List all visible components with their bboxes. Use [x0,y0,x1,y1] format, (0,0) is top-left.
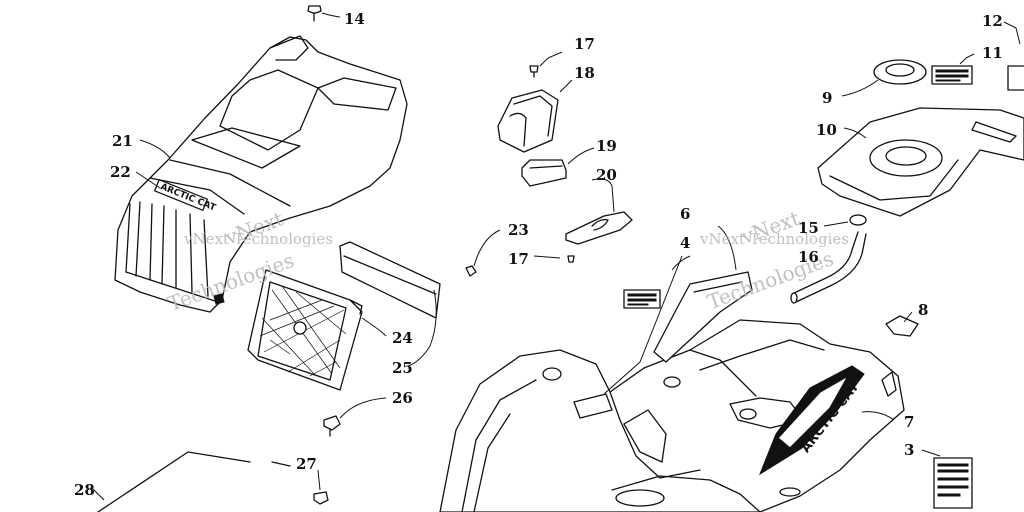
callout-19: 19 [596,137,617,155]
callout-3: 3 [904,441,914,459]
part-8-bracket [885,311,919,337]
callout-12: 12 [982,12,1003,30]
leader-lines [135,139,895,421]
callout-25: 25 [392,359,413,377]
part-17-fastener-top [529,51,563,78]
callout-9: 9 [822,89,832,107]
callout-20: 20 [596,166,617,184]
callout-27: 27 [296,455,317,473]
part-4-label [603,255,691,395]
part-9-gasket-ring [841,59,927,97]
callout-24: 24 [392,329,413,347]
callout-16: 16 [798,248,819,266]
main-fender-body: ARCTIC CAT [439,319,905,512]
part-19-block [521,147,595,187]
callout-23: 23 [508,221,529,239]
part-17-fastener-bottom [533,255,575,263]
svg-text:vNext Technologies: vNext Technologies [183,230,333,248]
callout-10: 10 [816,121,837,139]
callout-7: 7 [904,413,914,431]
callout-8: 8 [918,301,928,319]
front-hood-assembly: ARCTIC CAT [114,35,408,313]
part-20-pad [565,178,633,245]
part-24-headlight [247,269,363,391]
callout-15: 15 [798,219,819,237]
part-14-screw [307,5,341,22]
part-18-bracket [497,79,573,153]
part-12-label-edge [1003,21,1024,91]
part-11-label [931,53,975,85]
part-27-fastener [313,469,329,505]
callout-11: 11 [982,44,1003,62]
callout-6: 6 [680,205,690,223]
callout-4: 4 [680,234,690,252]
callout-26: 26 [392,389,413,407]
svg-text:vNext Technologies: vNext Technologies [699,230,849,248]
callout-17: 17 [574,35,595,53]
callout-14: 14 [344,10,365,28]
callout-17b: 17 [508,250,529,268]
callout-21: 21 [112,132,133,150]
part-26-fastener [323,397,387,437]
callout-28: 28 [74,481,95,499]
callout-labels: 14 12 11 9 10 17 18 19 20 21 22 23 17 6 … [74,10,1003,499]
part-6-panel [653,225,753,363]
callout-18: 18 [574,64,595,82]
callout-22: 22 [110,163,131,181]
part-10-fender-panel [817,107,1024,217]
part-15-clamp [823,214,867,227]
part-16-hose [790,231,867,304]
part-3-label [921,449,973,509]
part-23-screw [465,229,501,277]
part-25-lens-strip [339,241,441,319]
part-28-panel [91,451,291,512]
